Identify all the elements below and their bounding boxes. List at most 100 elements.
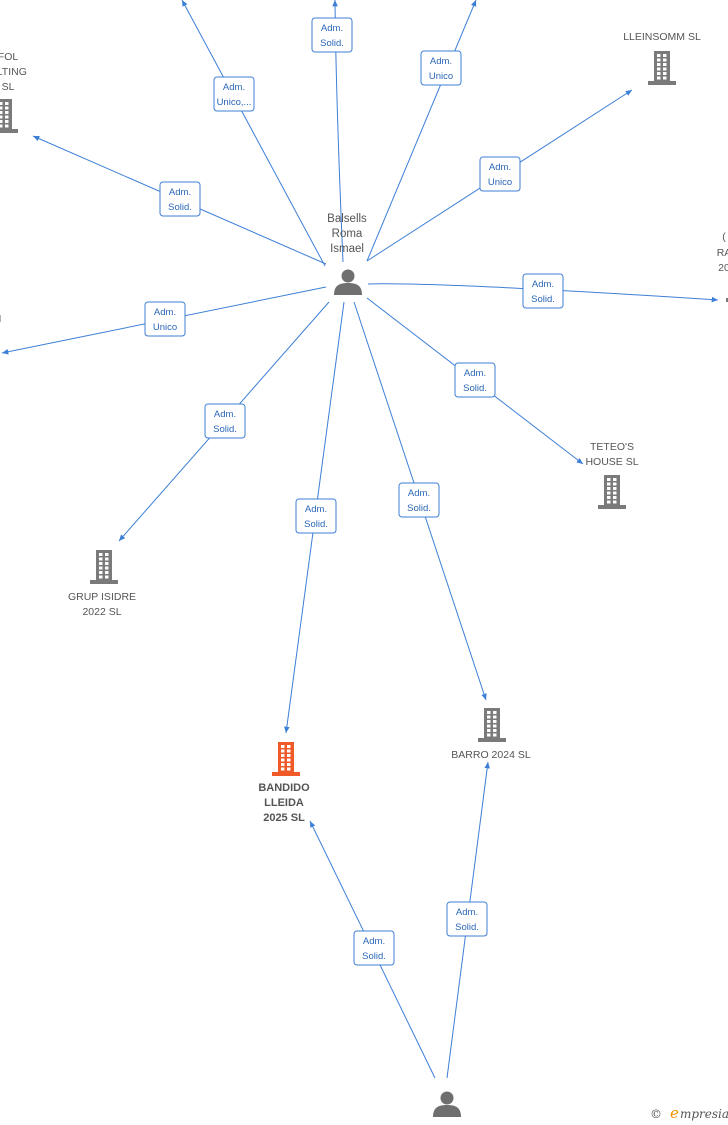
node-label: Balsells bbox=[327, 213, 367, 225]
edge-balsells-top_right bbox=[366, 0, 477, 262]
edge-label-text: Solid. bbox=[407, 503, 431, 514]
edge-label-text: Adm. bbox=[464, 368, 486, 379]
edge-label-text: Adm. bbox=[223, 82, 245, 93]
node-label: ( bbox=[722, 231, 726, 243]
edge-label-text: Adm. bbox=[489, 162, 511, 173]
edge-label-person2-bandido[interactable]: Adm. Solid. bbox=[353, 930, 395, 966]
node-person2[interactable] bbox=[433, 1091, 461, 1118]
edge-label-balsells-top_mid[interactable]: Adm. Solid. bbox=[311, 17, 353, 53]
edge-label-balsells-left_partial[interactable]: Adm. Unico bbox=[144, 301, 186, 337]
edge-label-balsells-barro[interactable]: Adm. Solid. bbox=[398, 482, 440, 518]
edge-label-box bbox=[144, 301, 186, 337]
node-label: ULTING bbox=[0, 66, 27, 78]
edge-label-box bbox=[353, 930, 395, 966]
edge-label-text: Adm. bbox=[169, 187, 191, 198]
empresia-watermark: © e mpresia bbox=[650, 1104, 728, 1122]
edge-label-text: Adm. bbox=[321, 23, 343, 34]
edge-label-text: Adm. bbox=[408, 488, 430, 499]
edge-label-balsells-lleinsomm[interactable]: Adm. Unico bbox=[479, 156, 521, 192]
node-label: BARRO 2024 SL bbox=[451, 749, 531, 761]
node-left_partial[interactable]: I bbox=[0, 301, 1, 335]
building-icon bbox=[90, 550, 118, 584]
edge-label-text: Solid. bbox=[213, 424, 237, 435]
edge-label-text: Solid. bbox=[168, 202, 192, 213]
node-label: TETEO'S bbox=[590, 441, 634, 453]
edge-label-balsells-top_right[interactable]: Adm. Unico bbox=[420, 50, 462, 86]
node-label: FOL bbox=[0, 51, 18, 63]
node-label: RA bbox=[717, 247, 728, 259]
building-icon bbox=[478, 708, 506, 742]
copyright-symbol: © bbox=[650, 1107, 662, 1121]
person-icon bbox=[433, 1091, 461, 1117]
node-label: Ismael bbox=[330, 243, 364, 255]
building-icon bbox=[726, 298, 728, 302]
brand-name: mpresia bbox=[680, 1107, 728, 1121]
edge-label-text: Solid. bbox=[455, 922, 479, 933]
node-label: 2025 SL bbox=[263, 812, 305, 824]
edge-label-text: Adm. bbox=[363, 936, 385, 947]
edge-label-balsells-teteos[interactable]: Adm. Solid. bbox=[454, 362, 496, 398]
edge-label-text: Solid. bbox=[320, 38, 344, 49]
edge-balsells-right_partial bbox=[367, 283, 719, 303]
edge-label-box bbox=[446, 901, 488, 937]
node-label: I bbox=[0, 313, 1, 325]
edge-balsells-top_left bbox=[181, 0, 326, 267]
node-label: LLEIDA bbox=[264, 797, 304, 809]
edge-label-text: Unico bbox=[429, 71, 453, 82]
edge-label-balsells-top_left[interactable]: Adm. Unico,... bbox=[213, 76, 255, 112]
edge-label-text: Unico,... bbox=[217, 97, 252, 108]
edges-layer: Adm.Unico,...Adm.Solid.Adm.UnicoAdm.Unic… bbox=[1, 0, 719, 1079]
edge-label-text: Unico bbox=[488, 177, 512, 188]
node-label: 20 bbox=[718, 262, 728, 274]
building-icon bbox=[648, 51, 676, 85]
edge-label-box bbox=[204, 403, 246, 439]
building-icon bbox=[598, 475, 626, 509]
node-lleinsomm[interactable]: LLEINSOMM SL bbox=[623, 31, 701, 85]
edge-label-text: Adm. bbox=[532, 279, 554, 290]
node-teteos[interactable]: TETEO'S HOUSE SL bbox=[585, 441, 639, 509]
edge-label-text: Adm. bbox=[456, 907, 478, 918]
node-label: HOUSE SL bbox=[585, 456, 638, 468]
edge-label-box bbox=[522, 273, 564, 309]
edge-label-box bbox=[398, 482, 440, 518]
edge-label-box bbox=[420, 50, 462, 86]
edge-label-balsells-grup_isidre[interactable]: Adm. Solid. bbox=[204, 403, 246, 439]
edge-label-box bbox=[479, 156, 521, 192]
node-label: LLEINSOMM SL bbox=[623, 31, 701, 43]
edge-label-box bbox=[213, 76, 255, 112]
node-barro[interactable]: BARRO 2024 SL bbox=[451, 708, 531, 761]
edge-label-text: Adm. bbox=[430, 56, 452, 67]
node-label: 2022 SL bbox=[82, 606, 121, 618]
edge-label-text: Unico bbox=[153, 322, 177, 333]
person-icon bbox=[334, 269, 362, 295]
node-label: GRUP ISIDRE bbox=[68, 591, 136, 603]
node-label: BANDIDO bbox=[258, 782, 310, 794]
edge-label-text: Solid. bbox=[304, 519, 328, 530]
node-bandido[interactable]: BANDIDO LLEIDA 2025 SL bbox=[258, 742, 310, 824]
edge-label-text: Solid. bbox=[531, 294, 555, 305]
edge-label-balsells-right_partial[interactable]: Adm. Solid. bbox=[522, 273, 564, 309]
node-fol[interactable]: FOL ULTING SL bbox=[0, 51, 27, 133]
edge-label-person2-barro[interactable]: Adm. Solid. bbox=[446, 901, 488, 937]
edge-label-text: Solid. bbox=[362, 951, 386, 962]
node-grup_isidre[interactable]: GRUP ISIDRE 2022 SL bbox=[68, 550, 136, 618]
edge-label-box bbox=[159, 181, 201, 217]
node-label: Roma bbox=[332, 228, 363, 240]
brand-initial: e bbox=[670, 1104, 679, 1122]
edge-label-box bbox=[295, 498, 337, 534]
edge-label-box bbox=[454, 362, 496, 398]
edge-label-text: Adm. bbox=[305, 504, 327, 515]
node-label: SL bbox=[2, 81, 15, 93]
edge-label-text: Solid. bbox=[463, 383, 487, 394]
edge-label-balsells-bandido[interactable]: Adm. Solid. bbox=[295, 498, 337, 534]
node-right_partial[interactable]: ( RA 20 bbox=[717, 231, 728, 302]
building-icon bbox=[272, 742, 300, 776]
edge-label-balsells-fol[interactable]: Adm. Solid. bbox=[159, 181, 201, 217]
building-icon bbox=[0, 99, 18, 133]
edge-label-text: Adm. bbox=[154, 307, 176, 318]
edge-label-text: Adm. bbox=[214, 409, 236, 420]
edge-label-box bbox=[311, 17, 353, 53]
